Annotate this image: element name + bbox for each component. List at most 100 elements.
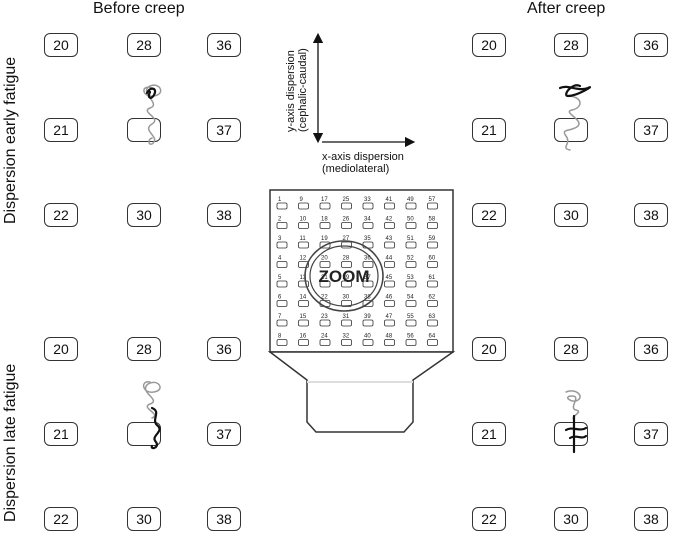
electrode-cell [298,202,309,210]
electrode-cell-number: 19 [321,236,328,242]
electrode-37: 37 [207,422,241,446]
electrode-cell-number: 24 [321,334,328,340]
electrode-28: 28 [127,337,161,361]
electrode-36: 36 [634,337,668,361]
electrode-36: 36 [207,33,241,57]
electrode-cell-number: 49 [407,197,414,203]
electrode-cell [362,261,374,268]
trace-before-late [142,381,161,450]
electrode-cell-number: 13 [300,275,307,281]
electrode-cell-number: 60 [429,256,436,262]
electrode-cell [362,241,374,249]
electrode-cell-number: 44 [386,256,393,262]
electrode-21: 21 [472,422,506,446]
electrode-cell-number: 41 [386,197,393,203]
header-after-creep: After creep [527,0,606,17]
electrode-cell [384,280,395,288]
electrode-cell-number: 32 [343,334,350,340]
electrode-cell-number: 34 [364,217,371,223]
electrode-29 [127,118,161,142]
electrode-cell-number: 17 [321,197,328,203]
electrode-cell [319,280,331,288]
electrode-38: 38 [634,203,668,227]
electrode-cell [319,339,331,346]
electrode-cell [319,261,331,268]
electrode-cell [276,319,288,327]
electrode-cell-number: 25 [343,197,350,203]
electrode-cell-number: 35 [364,236,371,242]
electrode-cell-number: 63 [429,314,436,320]
electrode-cell [341,241,352,249]
electrode-cell-number: 56 [407,334,414,340]
electrode-cell [341,319,352,327]
electrode-28: 28 [554,33,588,57]
electrode-cell [276,261,288,268]
device-connector [267,351,456,433]
electrode-cell-number: 30 [343,295,350,301]
electrode-28: 28 [127,33,161,57]
electrode-cell [298,339,309,346]
electrode-cell [362,319,374,327]
electrode-cell [384,202,395,210]
electrode-cell-number: 1 [278,197,282,203]
electrode-cell [384,241,395,249]
electrode-cell [298,300,309,307]
electrode-cell [427,261,438,268]
electrode-21: 21 [472,118,506,142]
electrode-cell-number: 39 [364,314,371,320]
electrode-cell [341,222,352,229]
electrode-cell [298,241,309,249]
electrode-cell [405,300,417,307]
electrode-cell [276,300,288,307]
electrode-cell [384,339,395,346]
electrode-30: 30 [127,203,161,227]
electrode-cell-number: 2 [278,217,282,223]
electrode-cell-number: 10 [300,217,307,223]
electrode-cell-number: 48 [386,334,393,340]
electrode-cell [276,339,288,346]
electrode-cell-number: 3 [278,236,282,242]
electrode-30: 30 [554,203,588,227]
electrode-cell [427,222,438,229]
electrode-cell-number: 15 [300,314,307,320]
electrode-22: 22 [472,507,506,531]
electrode-cell [298,222,309,229]
electrode-22: 22 [472,203,506,227]
electrode-cell-number: 12 [300,256,307,262]
electrode-cell-number: 46 [386,295,393,301]
electrode-cell [427,202,438,210]
electrode-cell [405,222,417,229]
electrode-38: 38 [634,507,668,531]
electrode-cell [384,261,395,268]
electrode-cell [427,300,438,307]
electrode-cell [276,222,288,229]
electrode-21: 21 [44,118,78,142]
electrode-cell-number: 27 [343,236,350,242]
electrode-cell-number: 11 [300,236,307,242]
electrode-37: 37 [634,422,668,446]
electrode-cell-number: 43 [386,236,393,242]
electrode-cell-number: 47 [386,314,393,320]
electrode-cell-number: 40 [364,334,371,340]
electrode-cell-number: 26 [343,217,350,223]
header-before-creep: Before creep [93,0,185,17]
electrode-cell-number: 16 [300,334,307,340]
electrode-cell-number: 23 [321,314,328,320]
electrode-cell-number: 52 [407,256,414,262]
electrode-37: 37 [207,118,241,142]
electrode-cell-number: 55 [407,314,414,320]
electrode-cell [362,339,374,346]
electrode-cell [384,222,395,229]
electrode-cell-number: 8 [278,334,282,340]
electrode-cell [427,319,438,327]
electrode-cell-number: 37 [364,275,371,281]
zoom-circle-outer [304,240,384,312]
electrode-cell-number: 51 [407,236,414,242]
electrode-cell-number: 33 [364,197,371,203]
y-axis-label: y-axis dispersion (cephalic-caudal) [285,48,309,132]
electrode-cell-number: 18 [321,217,328,223]
electrode-37: 37 [634,118,668,142]
electrode-cell [362,222,374,229]
